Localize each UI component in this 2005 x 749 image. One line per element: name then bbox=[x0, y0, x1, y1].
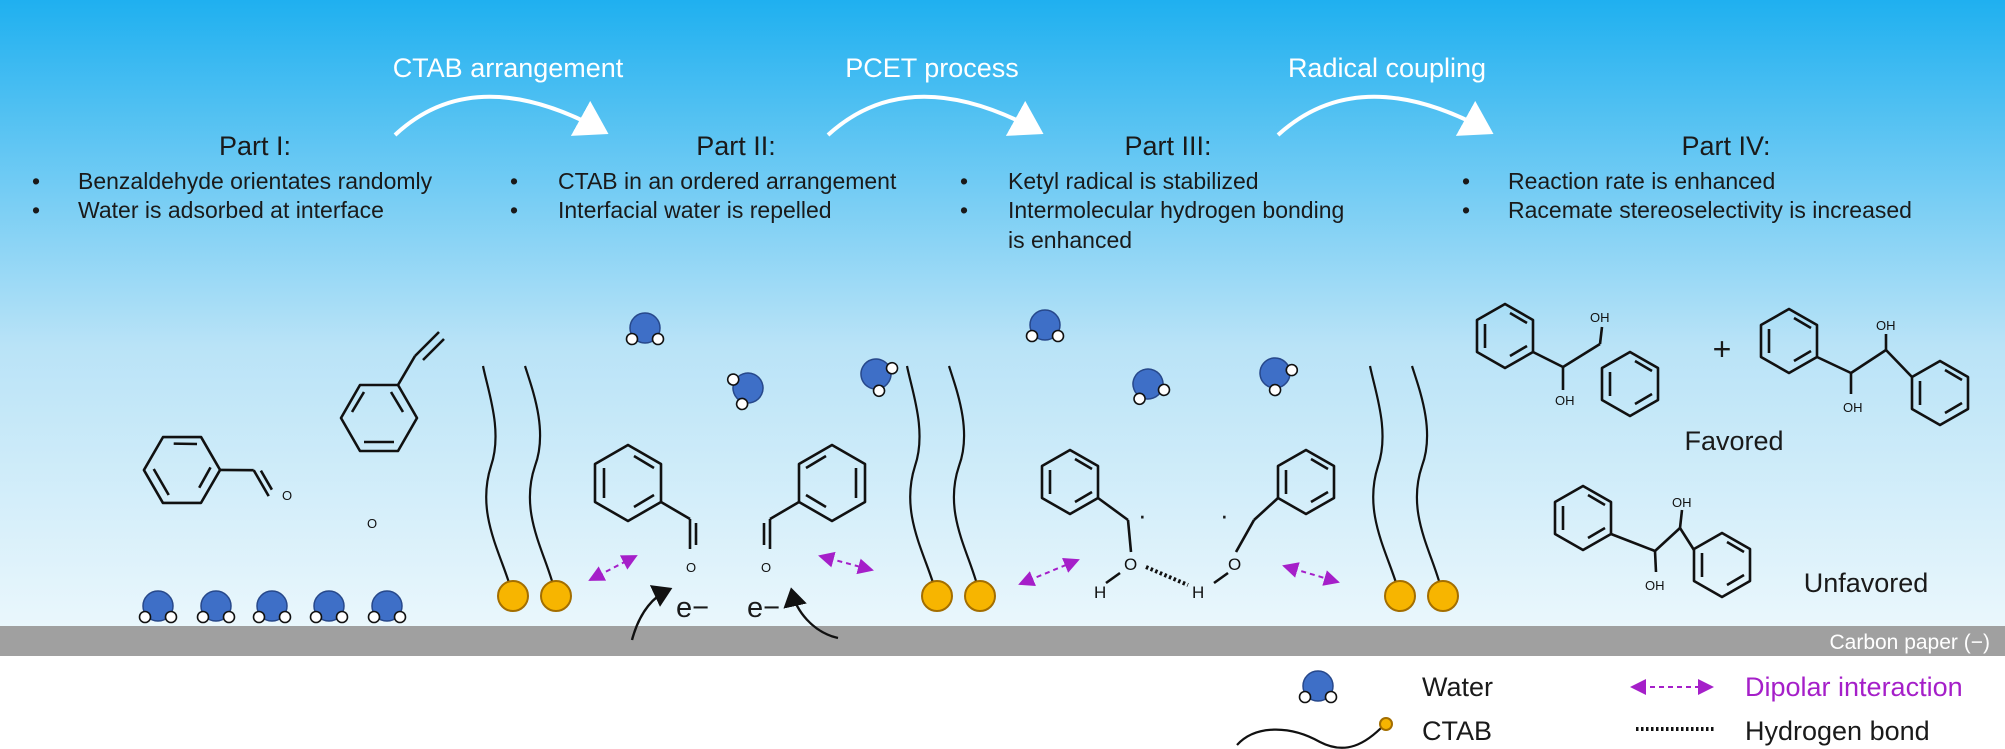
product-favored-2: OH OH bbox=[1759, 307, 1970, 427]
dipolar-interaction-arrow bbox=[1018, 557, 1080, 587]
legend-dipolar-label: Dipolar interaction bbox=[1745, 672, 1963, 702]
unfavored-label: Unfavored bbox=[1804, 568, 1929, 598]
oxygen-label: O bbox=[761, 560, 771, 575]
electron-label: e− bbox=[747, 592, 780, 624]
part-3-bullet-1: Ketyl radical is stabilized bbox=[1008, 168, 1259, 194]
legend-water-label: Water bbox=[1422, 672, 1493, 702]
part-1-text: Part I: • Benzaldehyde orientates random… bbox=[32, 131, 433, 223]
part-2-title: Part II: bbox=[696, 131, 776, 161]
process-label-1: CTAB arrangement bbox=[393, 53, 624, 83]
part-3-bullet-dot: • bbox=[960, 168, 968, 194]
hydroxyl-label: OH bbox=[1590, 310, 1610, 325]
electron-label: e− bbox=[676, 592, 709, 624]
electron-transfer-arrow bbox=[783, 587, 839, 640]
part-2-text: Part II: • CTAB in an ordered arrangemen… bbox=[510, 131, 897, 223]
part-3-bullet-2-cont: is enhanced bbox=[1008, 227, 1132, 253]
process-label-3: Radical coupling bbox=[1288, 53, 1486, 83]
oxygen-label: O bbox=[1124, 555, 1137, 574]
part-2-bullet-2: Interfacial water is repelled bbox=[558, 197, 832, 223]
part-4-bullet-1: Reaction rate is enhanced bbox=[1508, 168, 1775, 194]
part-4-title: Part IV: bbox=[1681, 131, 1770, 161]
hydrogen-label: H bbox=[1094, 583, 1106, 602]
part-3-title: Part III: bbox=[1124, 131, 1211, 161]
hydroxyl-label: OH bbox=[1843, 400, 1863, 415]
hydroxyl-label: OH bbox=[1555, 393, 1575, 408]
part-1-title: Part I: bbox=[219, 131, 291, 161]
oxygen-label: O bbox=[282, 488, 292, 503]
hydroxyl-label: OH bbox=[1645, 578, 1665, 593]
part-4-bullet-dot: • bbox=[1462, 168, 1470, 194]
hydroxyl-label: OH bbox=[1672, 495, 1692, 510]
favored-label: Favored bbox=[1684, 426, 1783, 456]
hydrogen-label: H bbox=[1192, 583, 1204, 602]
hydroxyl-label: OH bbox=[1876, 318, 1896, 333]
plus-sign: + bbox=[1713, 331, 1732, 367]
legend-ctab-label: CTAB bbox=[1422, 716, 1492, 746]
part-3-text: Part III: • Ketyl radical is stabilized … bbox=[960, 131, 1344, 253]
part-3-bullet-2: Intermolecular hydrogen bonding bbox=[1008, 197, 1344, 223]
radical-dot: · bbox=[1220, 500, 1229, 530]
part-1-bullet-1: Benzaldehyde orientates randomly bbox=[78, 168, 433, 194]
ketyl-radical-left: · O H bbox=[1040, 448, 1147, 602]
legend-ctab-tail bbox=[1236, 723, 1386, 749]
oxygen-label: O bbox=[686, 560, 696, 575]
part-1-bullet-dot: • bbox=[32, 168, 40, 194]
part-2-bullet-1: CTAB in an ordered arrangement bbox=[558, 168, 897, 194]
radical-dot: · bbox=[1138, 500, 1147, 530]
legend-ctab-head bbox=[1379, 717, 1393, 731]
oxygen-label: O bbox=[367, 516, 377, 531]
product-favored-1: OH OH bbox=[1475, 302, 1660, 418]
ketyl-radical-right: · O H bbox=[1192, 448, 1336, 602]
part-4-bullet-2: Racemate stereoselectivity is increased bbox=[1508, 197, 1912, 223]
dipolar-interaction-arrow bbox=[1282, 562, 1340, 586]
process-arrow-2 bbox=[826, 94, 1044, 137]
part-4-text: Part IV: • Reaction rate is enhanced • R… bbox=[1462, 131, 1912, 223]
part-1-bullet-2: Water is adsorbed at interface bbox=[78, 197, 384, 223]
part-3-bullet-dot: • bbox=[960, 197, 968, 223]
part-1-bullet-dot: • bbox=[32, 197, 40, 223]
legend: Water CTAB Dipolar interaction Hydrogen … bbox=[1236, 670, 1963, 749]
electrode-label: Carbon paper (−) bbox=[1829, 631, 1990, 654]
process-arrow-1 bbox=[393, 94, 609, 137]
solution-background bbox=[0, 0, 2005, 628]
product-unfavored: OH OH bbox=[1553, 484, 1752, 599]
legend-water-icon bbox=[1298, 670, 1338, 704]
electron-transfer-arrow bbox=[630, 585, 673, 641]
carbon-paper-electrode bbox=[0, 626, 2005, 656]
part-4-bullet-dot: • bbox=[1462, 197, 1470, 223]
process-arrow-3 bbox=[1276, 94, 1494, 137]
legend-hydrogen-bond-label: Hydrogen bond bbox=[1745, 716, 1930, 746]
process-label-2: PCET process bbox=[845, 53, 1019, 83]
part-2-bullet-dot: • bbox=[510, 197, 518, 223]
part-2-bullet-dot: • bbox=[510, 168, 518, 194]
oxygen-label: O bbox=[1228, 555, 1241, 574]
